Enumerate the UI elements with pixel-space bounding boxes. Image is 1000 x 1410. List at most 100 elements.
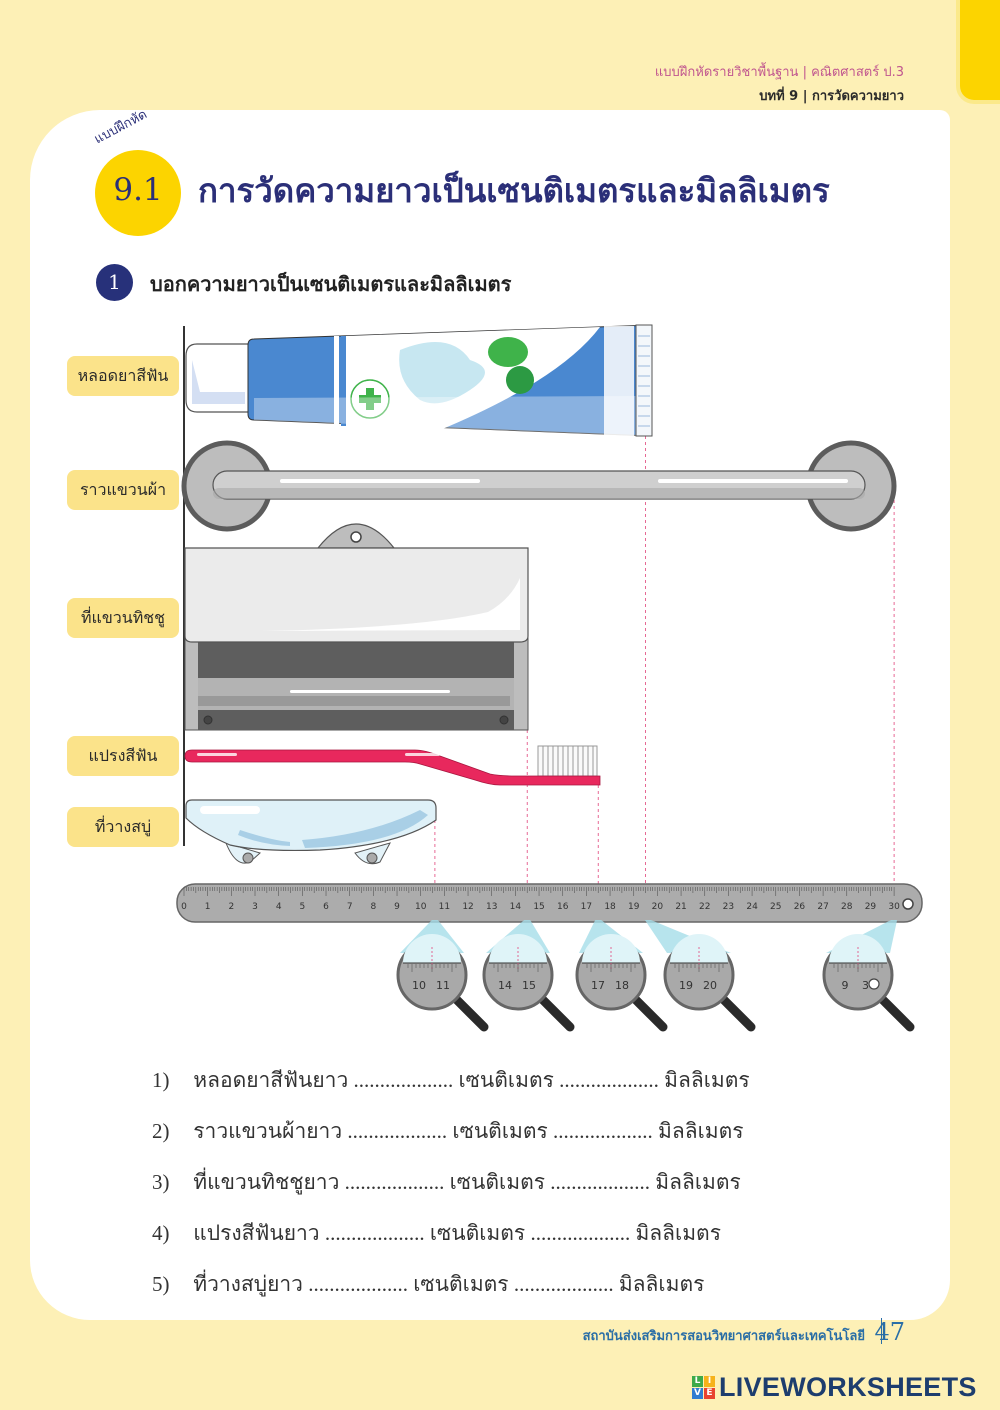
towel-rail-icon (181, 440, 897, 532)
ruler-tick-label: 25 (770, 902, 781, 912)
question-instruction: บอกความยาวเป็นเซนติเมตรและมิลลิเมตร (150, 272, 512, 296)
cm-blank[interactable]: ................... (344, 1170, 445, 1194)
item-label-soap-dish: ที่วางสบู่ (67, 807, 179, 847)
page-number: 47 (874, 1318, 905, 1346)
liveworksheets-logo: L I V E LIVEWORKSHEETS (692, 1372, 977, 1403)
answer-row: 1) หลอดยาสีฟันยาว ................... เซ… (152, 1064, 750, 1097)
page-title: การวัดความยาวเป็นเซนติเมตรและมิลลิเมตร (198, 171, 830, 210)
cm-blank[interactable]: ................... (308, 1272, 408, 1296)
ruler-tick-label: 2 (228, 902, 234, 912)
magnifier-right-label: 11 (436, 979, 450, 992)
magnifier-right-label: 20 (703, 979, 717, 992)
mm-blank[interactable]: ................... (530, 1221, 631, 1245)
toothpaste-tube-icon (185, 324, 653, 437)
ruler-tick-label: 18 (604, 902, 616, 912)
ruler-tick-label: 19 (628, 902, 640, 912)
cm-unit: เซนติเมตร (429, 1221, 526, 1245)
answer-row: 5) ที่วางสบู่ยาว ................... เซน… (152, 1268, 704, 1301)
soap-dish-icon (185, 799, 437, 865)
magnifier-right-label: 15 (522, 979, 536, 992)
cm-blank[interactable]: ................... (353, 1068, 454, 1092)
ruler-tick-label: 9 (394, 902, 400, 912)
ruler-tick-label: 23 (723, 902, 734, 912)
ruler-tick-label: 16 (557, 902, 569, 912)
ruler-tick-label: 20 (652, 902, 664, 912)
ruler-ticks (183, 887, 895, 896)
liveworksheets-text: LIVEWORKSHEETS (719, 1372, 977, 1402)
magnifier-right-label: 18 (615, 979, 629, 992)
mm-blank[interactable]: ................... (559, 1068, 659, 1092)
logo-letter: I (704, 1376, 715, 1387)
answer-number: 1) (152, 1068, 170, 1092)
ruler-tick-label: 15 (533, 902, 544, 912)
ruler-tick-label: 22 (699, 902, 710, 912)
magnifier-left-label: 19 (679, 979, 693, 992)
ruler-tick-label: 1 (205, 902, 211, 912)
ruler-tick-label: 0 (181, 902, 187, 912)
liveworksheets-logo-icon: L I V E (692, 1376, 715, 1399)
answer-text: ราวแขวนผ้ายาว (193, 1119, 343, 1143)
answer-number: 3) (152, 1170, 170, 1194)
magnifier-icon: 930 (822, 920, 915, 1032)
ruler-tick-label: 4 (276, 902, 282, 912)
book-title: แบบฝึกหัดรายวิชาพื้นฐาน | คณิตศาสตร์ ป.3 (654, 65, 904, 80)
cm-unit: เซนติเมตร (458, 1068, 554, 1092)
footer-divider (880, 1318, 882, 1344)
mm-blank[interactable]: ................... (513, 1272, 614, 1296)
exercise-number: 9.1 (113, 172, 163, 208)
logo-letter: L (692, 1376, 703, 1387)
ruler-tick-label: 14 (510, 902, 522, 912)
logo-letter: V (692, 1388, 703, 1399)
tissue-holder-icon (184, 523, 529, 731)
ruler-tick-label: 5 (299, 902, 305, 912)
answer-text: หลอดยาสีฟันยาว (193, 1068, 349, 1092)
magnifier-left-label: 17 (591, 979, 605, 992)
cm-unit: เซนติเมตร (413, 1272, 509, 1296)
answer-text: ที่วางสบู่ยาว (193, 1272, 303, 1296)
footer-organization: สถาบันส่งเสริมการสอนวิทยาศาสตร์และเทคโนโ… (582, 1329, 865, 1344)
item-label-toothpaste: หลอดยาสีฟัน (67, 356, 179, 396)
chapter-title: บทที่ 9 | การวัดความยาว (759, 89, 904, 104)
answer-number: 5) (152, 1272, 170, 1296)
answer-number: 4) (152, 1221, 170, 1245)
mm-blank[interactable]: ................... (553, 1119, 653, 1143)
answer-row: 2) ราวแขวนผ้ายาว ................... เซน… (152, 1115, 744, 1148)
zero-baseline (183, 326, 185, 846)
exercise-badge: 9.1 (95, 150, 181, 236)
ruler-tick-label: 12 (462, 902, 473, 912)
cm-blank[interactable]: ................... (347, 1119, 448, 1143)
logo-letter: E (704, 1388, 715, 1399)
magnifiers: 1011141517181920930 (396, 920, 915, 1032)
answer-text: ที่แขวนทิชชูยาว (193, 1170, 340, 1194)
mm-blank[interactable]: ................... (550, 1170, 650, 1194)
ruler-tick-label: 21 (675, 902, 686, 912)
magnifier-left-label: 9 (842, 979, 849, 992)
mm-unit: มิลลิเมตร (635, 1221, 721, 1245)
mm-unit: มิลลิเมตร (664, 1068, 750, 1092)
ruler-tick-label: 11 (439, 902, 450, 912)
ruler-tick-label: 26 (794, 902, 806, 912)
cm-unit: เซนติเมตร (449, 1170, 545, 1194)
mm-unit: มิลลิเมตร (658, 1119, 744, 1143)
cm-blank[interactable]: ................... (324, 1221, 425, 1245)
ruler-tick-label: 13 (486, 902, 497, 912)
ruler-tick-label: 17 (581, 902, 592, 912)
ruler-tick-label: 27 (817, 902, 828, 912)
toothbrush-icon (184, 745, 601, 786)
ruler-tick-label: 30 (888, 902, 900, 912)
answer-number: 2) (152, 1119, 170, 1143)
guide-lines (434, 436, 895, 890)
ruler-tick-label: 24 (746, 902, 758, 912)
magnifier-left-label: 14 (498, 979, 512, 992)
magnifier-left-label: 10 (412, 979, 426, 992)
magnifier-icon: 10 11 (396, 920, 489, 1032)
cm-unit: เซนติเมตร (452, 1119, 548, 1143)
ruler-tick-label: 10 (415, 902, 427, 912)
answer-row: 3) ที่แขวนทิชชูยาว ................... เ… (152, 1166, 741, 1199)
corner-tab (960, 0, 1000, 100)
ruler-tick-label: 29 (865, 902, 877, 912)
answer-text: แปรงสีฟันยาว (193, 1221, 320, 1245)
